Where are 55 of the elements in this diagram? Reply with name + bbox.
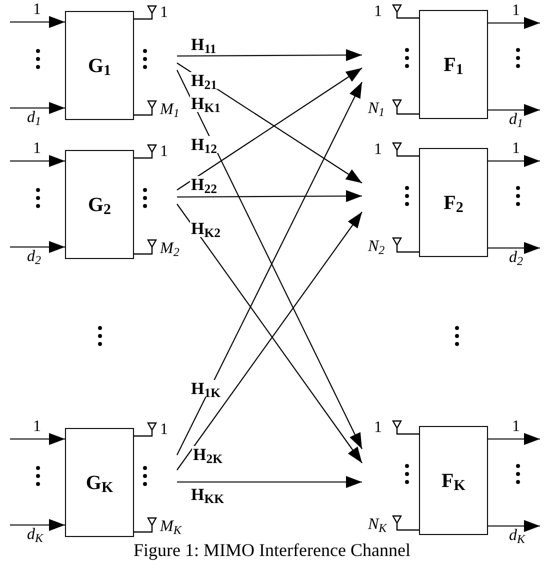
arrow bbox=[177, 476, 362, 488]
block-label: G$_{K}$ bbox=[86, 472, 114, 492]
block-label: F$_{K}$ bbox=[442, 470, 466, 490]
edge-label: d$_{K}$ bbox=[509, 528, 526, 544]
edge-label: d$_{2}$ bbox=[509, 250, 523, 266]
antenna-label: N$_{2}$ bbox=[368, 239, 385, 255]
edge-label: 1 bbox=[33, 2, 41, 18]
edge-label: 1 bbox=[512, 141, 520, 157]
antenna-label: 1 bbox=[374, 142, 382, 158]
edge-label: H$_{11}$ bbox=[190, 36, 218, 53]
antenna-label: N$_{K}$ bbox=[368, 517, 387, 533]
edge-label: 1 bbox=[33, 419, 41, 435]
block-label: F$_{1}$ bbox=[444, 54, 464, 74]
edge-label: d$_{1}$ bbox=[509, 112, 523, 128]
edge-label: H$_{K1}$ bbox=[190, 95, 222, 112]
edge-label: 1 bbox=[33, 141, 41, 157]
arrow bbox=[177, 190, 362, 202]
arrow bbox=[10, 433, 65, 445]
edge-label: H$_{KK}$ bbox=[190, 486, 226, 503]
edge-label: H$_{21}$ bbox=[190, 72, 218, 89]
antenna-label: 1 bbox=[374, 4, 382, 20]
edge-label: H$_{2K}$ bbox=[192, 446, 224, 463]
antenna-label: 1 bbox=[160, 5, 168, 21]
edge-label: 1 bbox=[512, 3, 520, 19]
antenna-label: 1 bbox=[160, 144, 168, 160]
edge-label: H$_{K2}$ bbox=[190, 220, 222, 237]
figure-caption: Figure 1: MIMO Interference Channel bbox=[132, 541, 412, 559]
arrow bbox=[488, 433, 540, 445]
arrow bbox=[488, 520, 540, 532]
antenna-label: 1 bbox=[374, 420, 382, 436]
antenna-label: 1 bbox=[160, 422, 168, 438]
arrow bbox=[177, 49, 362, 62]
edge-label: d$_{1}$ bbox=[27, 110, 41, 126]
arrow bbox=[10, 519, 65, 531]
antenna-label: N$_{1}$ bbox=[368, 101, 385, 117]
edge-label: H$_{12}$ bbox=[190, 136, 218, 153]
antenna-label: M$_{K}$ bbox=[160, 519, 182, 535]
arrow bbox=[10, 16, 65, 28]
edge-label: d$_{K}$ bbox=[27, 527, 44, 543]
block-label: G$_{1}$ bbox=[88, 56, 112, 76]
arrow bbox=[10, 102, 65, 114]
antenna-label: M$_{1}$ bbox=[160, 102, 180, 118]
arrow bbox=[488, 104, 540, 116]
arrow bbox=[10, 155, 65, 167]
edge-label: H$_{22}$ bbox=[190, 176, 218, 193]
edge-label: 1 bbox=[512, 419, 520, 435]
block-label: G$_{2}$ bbox=[88, 194, 112, 214]
antenna-label: M$_{2}$ bbox=[160, 241, 180, 257]
edge-label: d$_{2}$ bbox=[27, 249, 41, 265]
arrow bbox=[488, 17, 540, 29]
arrow bbox=[488, 155, 540, 167]
arrow bbox=[488, 242, 540, 254]
arrow bbox=[10, 241, 65, 253]
edge-label: H$_{1K}$ bbox=[190, 380, 222, 397]
block-label: F$_{2}$ bbox=[444, 192, 464, 212]
